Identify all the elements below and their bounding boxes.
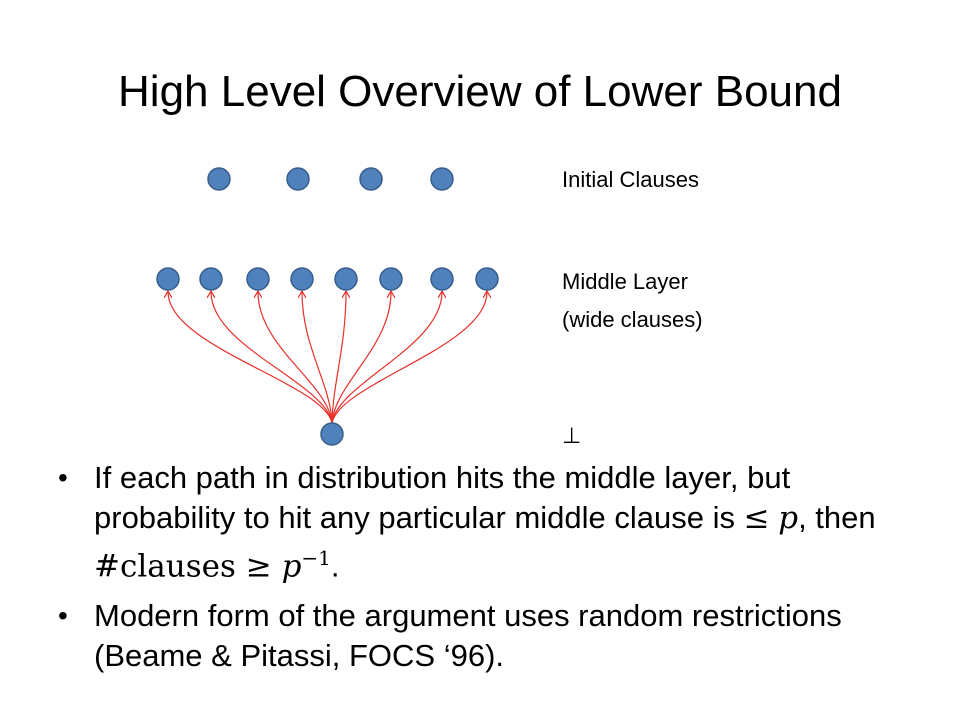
middle-clause-node [334,267,358,291]
edge-arrow [211,292,333,424]
bullet-dot: • [58,462,68,493]
leq-symbol: ≤ [743,500,770,536]
middle-clause-node [156,267,180,291]
middle-clause-node [290,267,314,291]
label-bottom-symbol: ⊥ [562,423,582,448]
edge-arrow [302,292,333,424]
math-clauses: clauses [119,548,236,585]
math-p: p [778,500,799,536]
bullet-text: Modern form of the argument uses random … [94,598,842,674]
geq-symbol: ≥ [235,548,282,585]
math-p: p [281,548,302,585]
label-wide-clauses: (wide clauses) [562,307,703,332]
initial-clause-node [359,167,383,191]
initial-clause-node [430,167,454,191]
edge-arrow [258,292,333,424]
bottom-node [320,422,344,446]
slide-title: High Level Overview of Lower Bound [118,67,842,116]
initial-clause-node [207,167,231,191]
middle-clause-node [199,267,223,291]
initial-clause-nodes [207,167,454,191]
edge-arrow [168,292,333,424]
bullet-dot: • [58,600,68,632]
resolution-diagram [156,167,499,446]
edge-arrow [331,292,487,424]
bullet-text: If each path in distribution hits the mi… [94,460,791,535]
middle-clause-node [430,267,454,291]
edge-arrow [331,292,442,424]
middle-clause-node [475,267,499,291]
hash-symbol: # [94,548,120,585]
edge-arrow [331,292,391,424]
bullet-item: • Modern form of the argument uses rando… [58,596,918,676]
middle-clause-node [379,267,403,291]
label-initial-clauses: Initial Clauses [562,167,699,192]
bullet-text: . [330,548,340,584]
initial-clause-node [286,167,310,191]
math-exponent: −1 [301,546,331,570]
bullet-text: , then [798,500,876,535]
bottom-node-group [320,422,344,446]
edge-arrow [331,292,346,424]
bullet-list: • If each path in distribution hits the … [58,458,918,686]
edges-group [168,292,487,424]
middle-layer-nodes [156,267,499,291]
middle-clause-node [246,267,270,291]
label-middle-layer: Middle Layer [562,269,688,294]
bullet-item: • If each path in distribution hits the … [58,458,918,586]
